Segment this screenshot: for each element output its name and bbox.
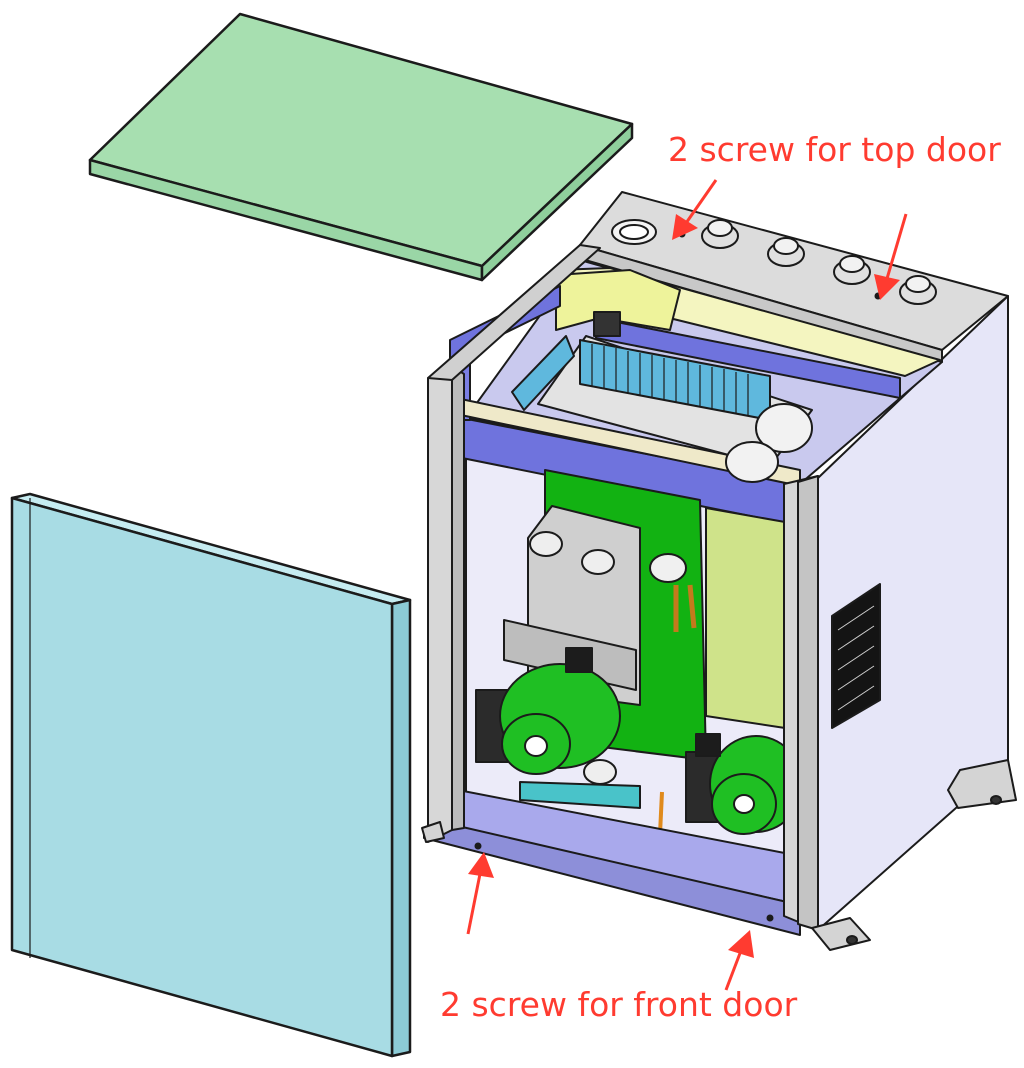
callout-front-door-screws: 2 screw for front door (440, 985, 798, 1024)
arrow-top-door-left (672, 179, 718, 240)
arrow-top-door-right (874, 213, 908, 300)
top-door-panel (88, 12, 634, 282)
arrow-front-door-left (466, 852, 494, 935)
relay-plate (705, 507, 786, 729)
arrow-front-door-right (724, 930, 754, 991)
cabinet (421, 191, 1017, 951)
annotation-arrows (466, 179, 908, 991)
side-vent-grille (831, 583, 881, 729)
top-pipe-ports (701, 219, 937, 305)
callout-top-door-screws: 2 screw for top door (668, 130, 1001, 169)
front-door-panel (10, 492, 412, 1058)
front-left-post (427, 365, 453, 843)
